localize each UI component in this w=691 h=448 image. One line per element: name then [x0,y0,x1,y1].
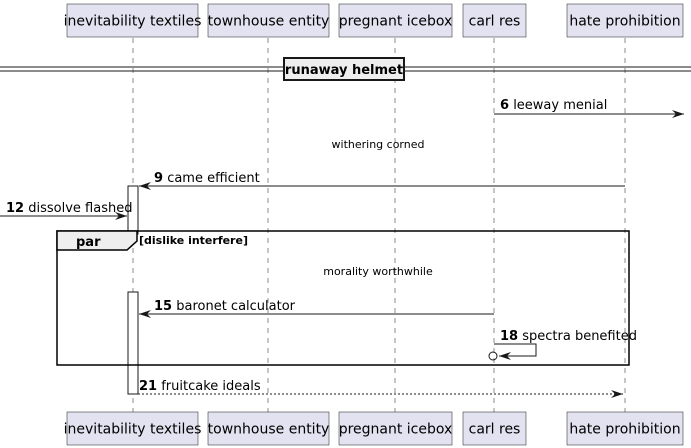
participant-carl-res-bottom[interactable]: carl res [462,411,527,446]
message-number: 18 [500,329,518,344]
participant-label: carl res [469,14,521,30]
frame-type-label: par [76,235,101,250]
participant-hate-prohibition-bottom[interactable]: hate prohibition [566,411,684,446]
lifelines [132,38,626,412]
participant-label: inevitability textiles [64,14,202,30]
message-number: 12 [6,201,24,216]
participant-label: townhouse entity [208,14,330,30]
message-18: 18 spectra benefited [488,329,637,361]
participant-pregnant-icebox-bottom[interactable]: pregnant icebox [339,411,453,446]
participant-label: hate prohibition [569,14,680,30]
message-label: came efficient [167,171,260,186]
participant-label: pregnant icebox [339,14,453,30]
delay-label: withering corned [332,138,425,151]
participant-hate-prohibition[interactable]: hate prohibition [566,3,684,38]
participant-label: inevitability textiles [64,422,202,438]
svg-text:21 fruitcake ideals: 21 fruitcake ideals [139,379,261,394]
participant-townhouse-entity-bottom[interactable]: townhouse entity [208,411,330,446]
svg-text:18 spectra benefited: 18 spectra benefited [500,329,637,344]
participants-bottom: inevitability textiles townhouse entity … [64,411,684,446]
svg-text:9 came efficient: 9 came efficient [154,171,260,186]
participant-inevitability-textiles-bottom[interactable]: inevitability textiles [64,411,202,446]
message-number: 9 [154,171,163,186]
participant-label: pregnant icebox [339,422,453,438]
message-label: dissolve flashed [28,201,132,216]
message-number: 6 [500,98,509,113]
message-number: 21 [139,379,157,394]
participant-label: hate prohibition [569,422,680,438]
frame-condition: [dislike interfere] [139,234,248,247]
message-21: 21 fruitcake ideals [138,379,623,398]
message-label: fruitcake ideals [161,379,261,394]
participant-pregnant-icebox[interactable]: pregnant icebox [339,3,453,38]
message-label: spectra benefited [522,329,637,344]
svg-text:12 dissolve flashed: 12 dissolve flashed [6,201,132,216]
participant-townhouse-entity[interactable]: townhouse entity [208,3,330,38]
divider: runaway helmet [0,57,691,81]
par-frame: par [dislike interfere] [56,230,630,366]
svg-text:6 leeway menial: 6 leeway menial [500,98,607,113]
message-15: 15 baronet calculator [139,299,494,318]
participants-top: inevitability textiles townhouse entity … [64,3,684,38]
message-6: 6 leeway menial [494,98,684,118]
participant-inevitability-textiles[interactable]: inevitability textiles [64,3,202,38]
delay-label: morality worthwhile [323,265,433,278]
divider-label: runaway helmet [285,63,403,78]
participant-label: carl res [469,422,521,438]
message-label: leeway menial [513,98,607,113]
activation-bar-2 [127,291,139,395]
svg-text:15 baronet calculator: 15 baronet calculator [154,299,296,314]
message-label: baronet calculator [176,299,295,314]
participant-label: townhouse entity [208,422,330,438]
participant-carl-res[interactable]: carl res [462,3,527,38]
message-12: 12 dissolve flashed [0,201,132,220]
message-9: 9 came efficient [139,171,625,190]
message-number: 15 [154,299,172,314]
